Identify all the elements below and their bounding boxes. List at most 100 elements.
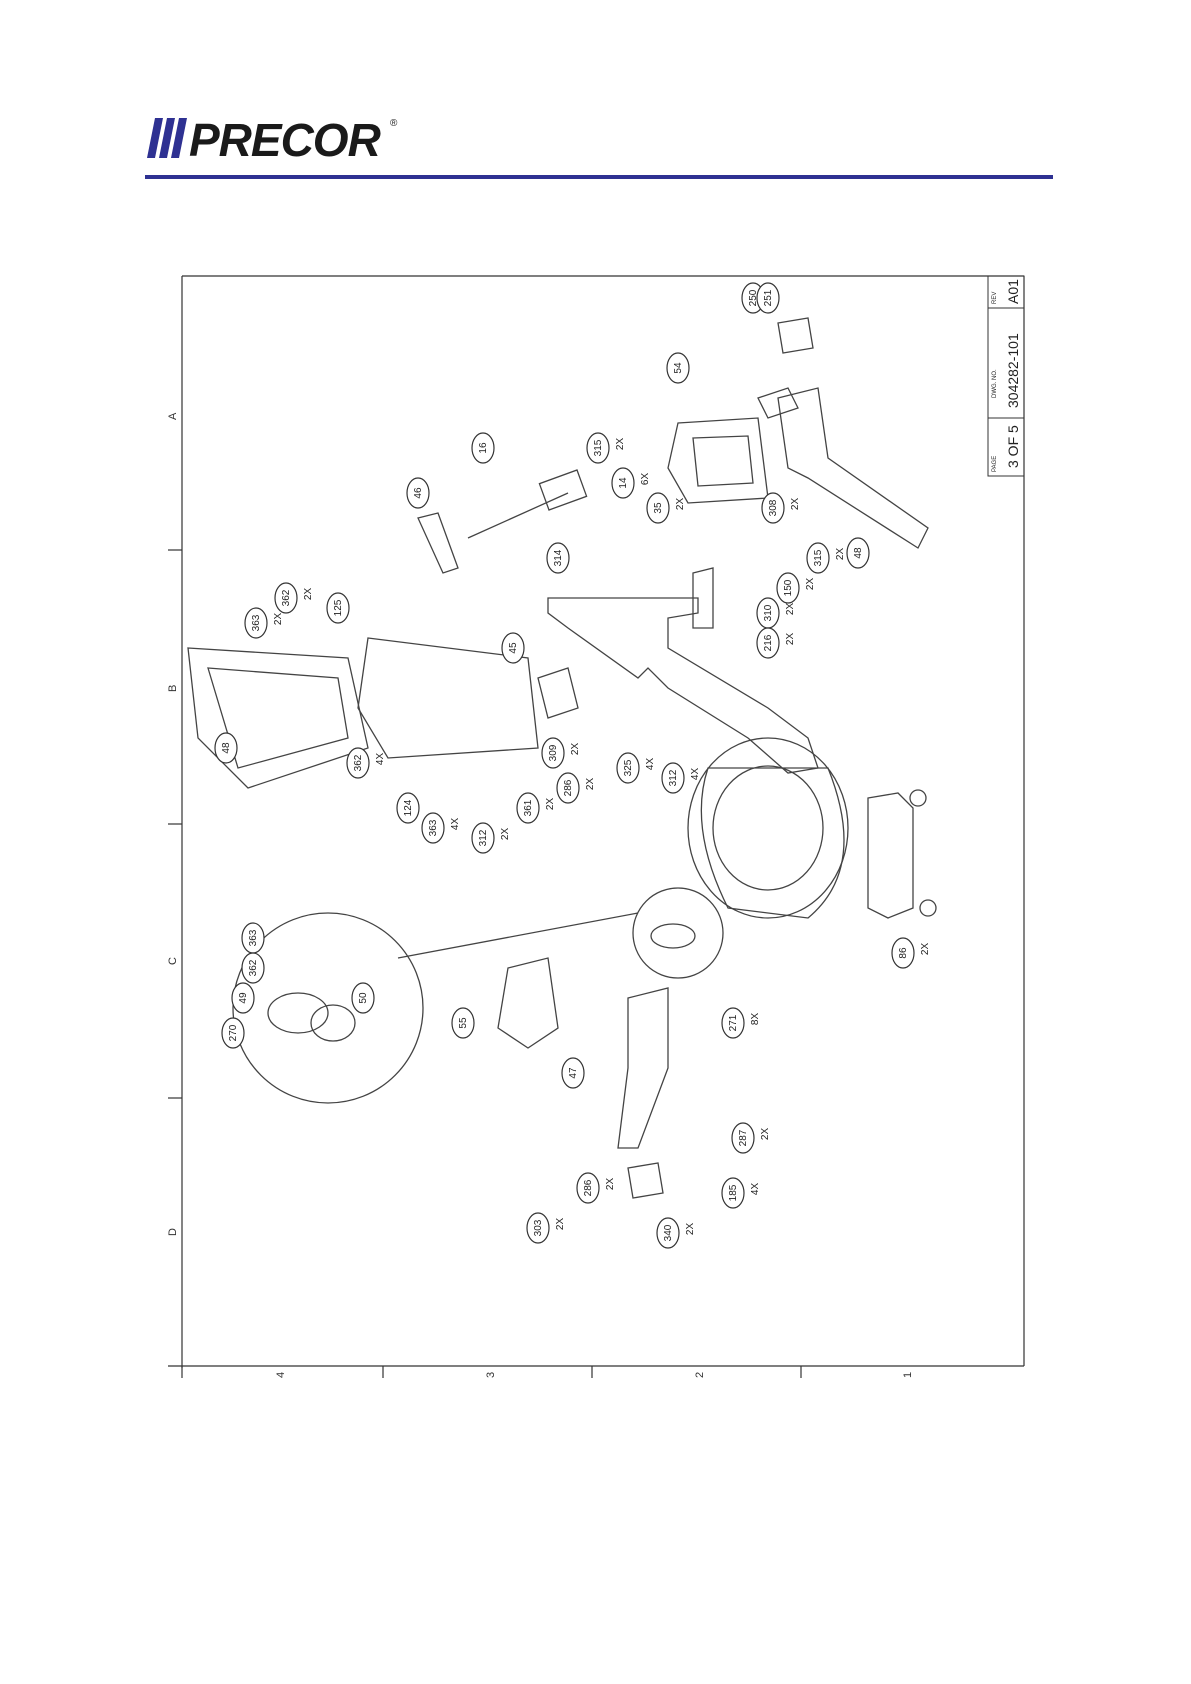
callout-number: 315: [593, 439, 604, 456]
callout-286: 286 2X: [577, 1173, 616, 1203]
callout-number: 124: [403, 799, 414, 816]
callout-308: 308 2X: [762, 493, 801, 523]
precor-logo: PRECOR ®: [145, 112, 415, 164]
callout-quantity: 2X: [805, 578, 816, 591]
callout-quantity: 2X: [545, 798, 556, 811]
callout-185: 185 4X: [722, 1178, 761, 1208]
callout-125: 125: [327, 593, 349, 623]
zone-letter-c: C: [168, 957, 179, 965]
callout-35: 35 2X: [647, 493, 686, 523]
callout-362: 362: [242, 953, 264, 983]
callout-number: 270: [228, 1024, 239, 1041]
callout-number: 50: [358, 992, 369, 1004]
callout-251: 251: [757, 283, 779, 313]
callout-number: 309: [548, 744, 559, 761]
callout-number: 271: [728, 1014, 739, 1031]
callout-number: 361: [523, 799, 534, 816]
callout-number: 362: [281, 589, 292, 606]
callout-325: 325 4X: [617, 753, 656, 783]
callout-54: 54: [667, 353, 689, 383]
trademark-symbol: ®: [390, 118, 398, 129]
callout-quantity: 2X: [585, 778, 596, 791]
callout-number: 308: [768, 499, 779, 516]
callout-quantity: 4X: [375, 753, 386, 766]
callout-number: 325: [623, 759, 634, 776]
callout-number: 314: [553, 549, 564, 566]
callout-number: 14: [618, 477, 629, 489]
callout-quantity: 2X: [570, 743, 581, 756]
callout-number: 312: [668, 769, 679, 786]
callout-number: 35: [653, 502, 664, 514]
callout-quantity: 2X: [675, 498, 686, 511]
callout-number: 48: [221, 742, 232, 754]
callout-quantity: 2X: [303, 588, 314, 601]
callout-number: 185: [728, 1184, 739, 1201]
callout-number: 310: [763, 604, 774, 621]
callout-271: 271 8X: [722, 1008, 761, 1038]
callout-number: 16: [478, 442, 489, 454]
zone-number-2: 2: [694, 1372, 706, 1378]
callout-46: 46: [407, 478, 429, 508]
callout-number: 363: [251, 614, 262, 631]
callout-quantity: 2X: [920, 943, 931, 956]
callout-124: 124: [397, 793, 419, 823]
callout-number: 312: [478, 829, 489, 846]
logo-stripes: [147, 118, 187, 158]
callout-quantity: 4X: [750, 1183, 761, 1196]
brand-name: PRECOR: [189, 114, 381, 164]
callout-quantity: 2X: [605, 1178, 616, 1191]
callout-quantity: 2X: [273, 613, 284, 626]
callout-270: 270: [222, 1018, 244, 1048]
header-rule: [145, 175, 1053, 179]
callout-number: 216: [763, 634, 774, 651]
callout-number: 303: [533, 1219, 544, 1236]
callout-362: 362 2X: [275, 583, 314, 613]
page-value: 3 OF 5: [1005, 425, 1021, 468]
callout-quantity: 2X: [500, 828, 511, 841]
callout-48: 48: [847, 538, 869, 568]
callout-286: 286 2X: [557, 773, 596, 803]
callout-303: 303 2X: [527, 1213, 566, 1243]
zone-letter-d: D: [168, 1228, 179, 1236]
callout-quantity: 2X: [785, 603, 796, 616]
callout-quantity: 2X: [555, 1218, 566, 1231]
callout-312: 312 4X: [662, 763, 701, 793]
rev-label: REV: [992, 292, 998, 304]
zone-letter-a: A: [168, 412, 179, 420]
callout-50: 50: [352, 983, 374, 1013]
callout-14: 146X: [612, 468, 651, 498]
callout-quantity: 2X: [615, 438, 626, 451]
callout-quantity: 4X: [690, 768, 701, 781]
callout-number: 363: [248, 929, 259, 946]
dwg-label: DWG. NO.: [992, 369, 998, 398]
callout-number: 54: [673, 362, 684, 374]
callout-number: 286: [563, 779, 574, 796]
callout-number: 286: [583, 1179, 594, 1196]
callout-315: 315 2X: [587, 433, 626, 463]
callout-quantity: 2X: [760, 1128, 771, 1141]
callout-quantity: 8X: [750, 1013, 761, 1026]
callout-quantity: 2X: [835, 548, 846, 561]
callout-362: 3624X: [347, 748, 386, 778]
callout-quantity: 2X: [790, 498, 801, 511]
callout-number: 48: [853, 547, 864, 559]
callout-314: 314: [547, 543, 569, 573]
callout-49: 49: [232, 983, 254, 1013]
callout-315: 315 2X: [807, 543, 846, 573]
dwg-value: 304282-101: [1005, 333, 1021, 408]
callout-number: 46: [413, 487, 424, 499]
callout-quantity: 4X: [645, 758, 656, 771]
page-label: PAGE: [992, 456, 998, 472]
callout-number: 362: [248, 959, 259, 976]
callout-number: 49: [238, 992, 249, 1004]
callout-363: 363: [242, 923, 264, 953]
callout-number: 45: [508, 642, 519, 654]
callout-number: 315: [813, 549, 824, 566]
callout-quantity: 4X: [450, 818, 461, 831]
zone-letter-b: B: [168, 685, 179, 692]
